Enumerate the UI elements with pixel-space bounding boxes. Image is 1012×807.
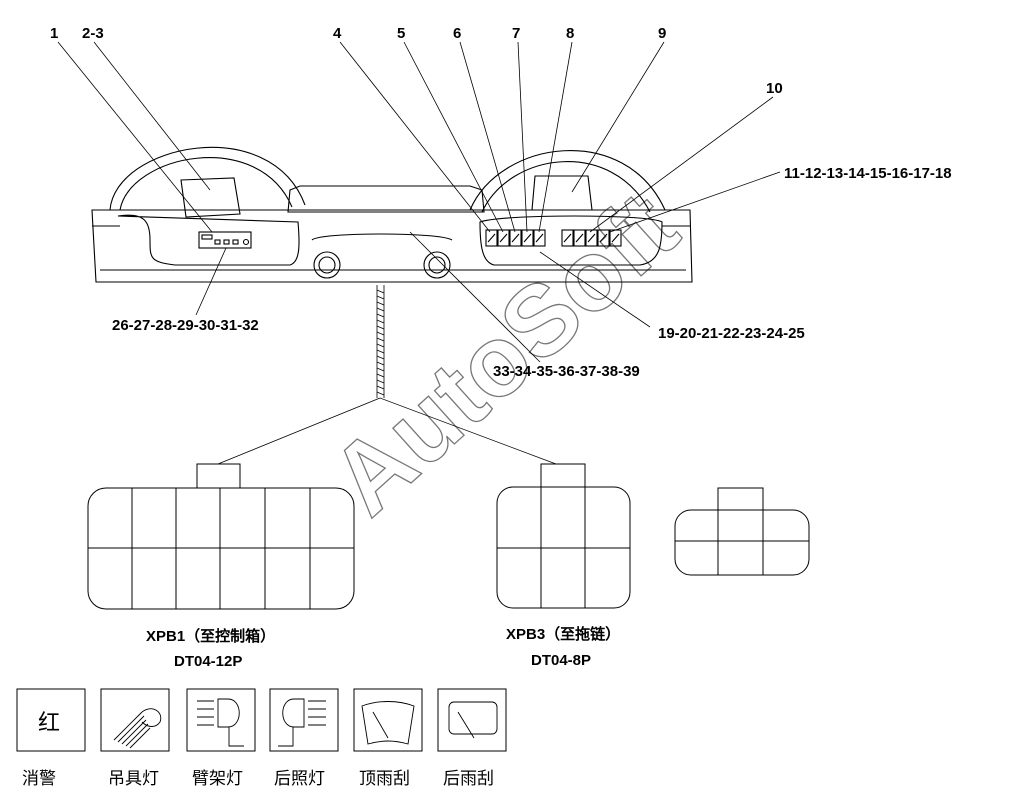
xpb1-name: XPB1（至控制箱） <box>146 627 275 645</box>
callout-26-32: 26-27-28-29-30-31-32 <box>112 317 259 334</box>
legend-box-4 <box>269 688 339 752</box>
switch-group-right <box>561 229 622 247</box>
top-wiper-icon <box>361 701 415 745</box>
callout-11-18: 11-12-13-14-15-16-17-18 <box>784 165 952 182</box>
legend-label-6: 后雨刮 <box>443 769 494 789</box>
xpb3-type: DT04-8P <box>531 652 591 669</box>
legend-box-1 <box>16 688 86 752</box>
control-panel <box>91 146 693 283</box>
legend-label-2: 吊具灯 <box>108 769 159 789</box>
cable-harness <box>217 285 557 465</box>
spreader-light-icon <box>113 708 162 749</box>
callouts: 1 2-3 4 5 6 7 8 9 10 11-12-13-14-15-16-1… <box>50 25 952 380</box>
connector-xpb1 <box>87 463 355 610</box>
xpb3-name: XPB3（至拖链） <box>506 625 620 643</box>
callout-6: 6 <box>453 25 461 42</box>
connector-xpb3 <box>496 463 631 609</box>
panel-body <box>91 209 693 283</box>
connector-small <box>674 487 810 576</box>
legend-box-3 <box>186 688 256 752</box>
left-arch-inner <box>119 157 293 211</box>
callout-4: 4 <box>333 25 342 42</box>
right-arch <box>469 150 666 211</box>
legend-box-2 <box>100 688 170 752</box>
callout-19-25: 19-20-21-22-23-24-25 <box>658 325 805 342</box>
callout-10: 10 <box>766 80 783 97</box>
watermark-text: AutoSoft <box>310 171 699 537</box>
switch-group-left <box>485 229 546 247</box>
radio-unit <box>198 231 252 249</box>
legend-label-1: 消警 <box>22 769 56 789</box>
rear-wiper-icon <box>448 701 498 739</box>
right-vent <box>423 251 451 279</box>
leader-lines <box>57 41 781 363</box>
right-screen <box>531 175 593 211</box>
legend-label-3: 臂架灯 <box>192 769 243 789</box>
rear-light-icon <box>278 698 326 747</box>
red-text-icon: 红 <box>38 711 60 736</box>
boom-light-icon <box>197 698 244 747</box>
center-top <box>287 185 485 213</box>
panel-inner-left <box>117 214 300 266</box>
left-vent <box>313 251 341 279</box>
callout-1: 1 <box>50 25 58 42</box>
callout-5: 5 <box>397 25 405 42</box>
xpb1-type: DT04-12P <box>174 653 242 670</box>
legend-label-5: 顶雨刮 <box>359 769 410 789</box>
legend-box-6 <box>437 688 507 752</box>
left-arch <box>109 146 306 211</box>
callout-7: 7 <box>512 25 520 42</box>
legend <box>16 688 507 752</box>
watermark: AutoSoft <box>309 170 699 537</box>
callout-9: 9 <box>658 25 666 42</box>
callout-33-39: 33-34-35-36-37-38-39 <box>493 363 640 380</box>
callout-2-3: 2-3 <box>82 25 104 42</box>
legend-box-5 <box>353 688 423 752</box>
right-arch-inner <box>481 161 651 213</box>
left-screen <box>180 177 241 218</box>
legend-label-4: 后照灯 <box>274 769 325 789</box>
callout-8: 8 <box>566 25 574 42</box>
